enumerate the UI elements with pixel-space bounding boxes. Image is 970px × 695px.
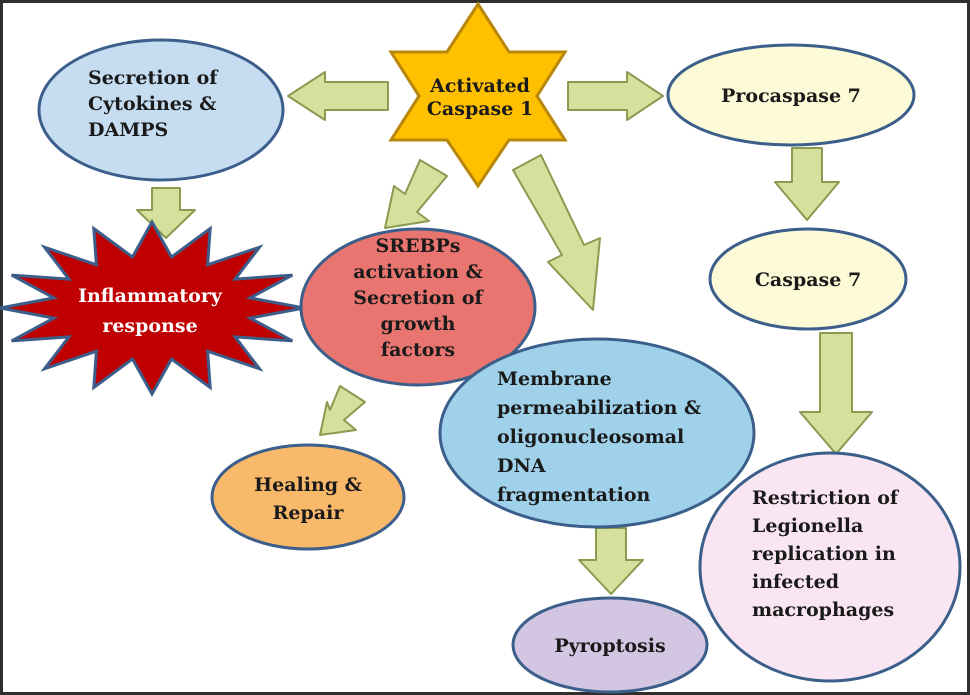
inflammatory-burst <box>0 218 305 398</box>
cytokines-ellipse <box>37 38 285 182</box>
procaspase7-label: Procaspase 7 <box>721 85 861 107</box>
srebps-label: SREBPs activation & Secretion of growth fact… <box>353 235 484 361</box>
membrane-label-line: oligonucleosomal <box>497 426 684 448</box>
caspase7-ellipse <box>708 227 908 331</box>
arrow-caspase1-to-procaspase7 <box>567 71 664 121</box>
arrow-caspase1-to-srebps <box>384 159 448 229</box>
pyroptosis-label: Pyroptosis <box>554 635 665 657</box>
arrow-caspase1-to-membrane <box>512 154 601 311</box>
restriction-label-line: infected <box>752 571 839 593</box>
restriction-label: Restriction of Legionella replication in in… <box>752 487 900 621</box>
membrane-label-line: permeabilization & <box>497 397 701 419</box>
arrow-caspase7-to-restriction <box>799 332 873 455</box>
procaspase7-ellipse <box>666 43 916 147</box>
arrow-cytokines-to-inflammatory <box>136 187 196 239</box>
caspase7-label: Caspase 7 <box>755 269 861 291</box>
inflammatory-label-line: Inflammatory <box>78 285 223 307</box>
cytokines-label: Secretion of Cytokines & DAMPS <box>88 67 219 141</box>
membrane-label: Membrane permeabilization & oligonucleosom… <box>497 368 701 506</box>
membrane-ellipse <box>438 337 756 529</box>
restriction-label-line: Legionella <box>752 515 863 537</box>
arrow-srebps-to-healing <box>319 385 366 436</box>
pyroptosis-ellipse <box>511 596 709 694</box>
restriction-ellipse <box>698 451 962 683</box>
healing-ellipse <box>210 443 406 551</box>
arrow-procaspase7-to-caspase7 <box>774 147 840 221</box>
restriction-label-line: Restriction of <box>752 487 900 509</box>
srebps-label-line: Secretion of <box>353 287 484 309</box>
arrow-membrane-to-pyroptosis <box>578 527 644 595</box>
inflammatory-label-line: response <box>102 315 197 337</box>
cytokines-label-line: Cytokines & <box>88 93 216 115</box>
arrow-caspase1-to-cytokines <box>287 71 389 121</box>
restriction-label-line: replication in <box>752 543 896 565</box>
arrows <box>136 71 873 595</box>
membrane-label-line: Membrane <box>497 368 612 390</box>
pyroptosis-label-line: Pyroptosis <box>554 635 665 657</box>
cytokines-label-line: DAMPS <box>88 119 168 141</box>
srebps-label-line: growth <box>381 313 456 335</box>
membrane-label-line: fragmentation <box>497 484 651 506</box>
cytokines-label-line: Secretion of <box>88 67 219 89</box>
healing-label-line: Healing & <box>254 474 362 496</box>
srebps-label-line: factors <box>381 339 455 361</box>
srebps-label-line: activation & <box>353 261 482 283</box>
membrane-label-line: DNA <box>497 455 546 477</box>
caspase1-star <box>388 1 568 189</box>
restriction-label-line: macrophages <box>752 599 894 621</box>
inflammatory-label: Inflammatory response <box>78 285 223 337</box>
caspase1-label-line: Activated <box>429 75 530 97</box>
srebps-label-line: SREBPs <box>375 235 460 257</box>
caspase7-label-line: Caspase 7 <box>755 269 861 291</box>
healing-label-line: Repair <box>273 502 345 524</box>
healing-label: Healing & Repair <box>254 474 362 524</box>
srebps-ellipse <box>299 227 537 387</box>
caspase1-label-line: Caspase 1 <box>427 98 533 120</box>
procaspase7-label-line: Procaspase 7 <box>721 85 861 107</box>
